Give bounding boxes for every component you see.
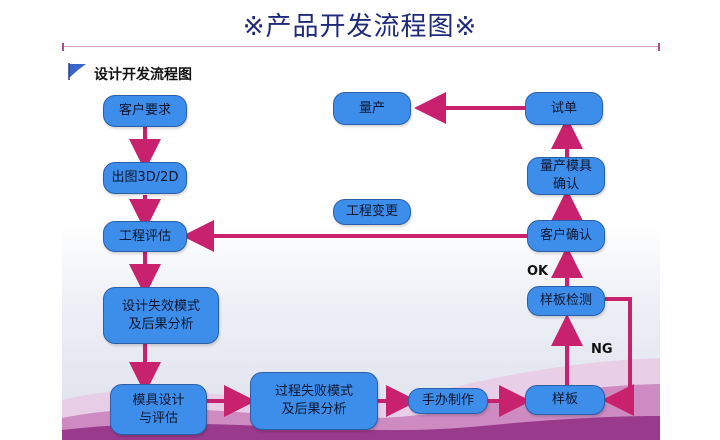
node-sample: 样板 (525, 385, 605, 415)
node-customer-confirmation: 客户确认 (527, 220, 605, 252)
arrow-ng-loop (602, 297, 634, 416)
node-manual-fabrication: 手办制作 (408, 388, 488, 414)
node-mold-design: 模具设计 与评估 (110, 384, 207, 435)
node-mass-production: 量产 (333, 92, 411, 125)
node-drawing-3d-2d: 出图3D/2D (103, 162, 187, 194)
divider-end-left (62, 43, 64, 51)
node-engineering-change: 工程变更 (333, 199, 411, 225)
node-design-fmea: 设计失效模式 及后果分析 (103, 287, 219, 344)
node-trial-order: 试单 (525, 92, 603, 125)
node-engineering-evaluation: 工程评估 (103, 221, 187, 252)
section-subtitle: 设计开发流程图 (94, 67, 192, 83)
divider-end-right (658, 43, 660, 51)
title-divider (62, 46, 660, 47)
node-mass-production-mold-confirmation: 量产模具 确认 (527, 157, 605, 195)
node-sample-inspection: 样板检测 (527, 286, 605, 316)
node-process-fmea: 过程失败模式 及后果分析 (250, 372, 378, 430)
page-title: ※产品开发流程图※ (242, 12, 478, 42)
decorative-wave (62, 358, 660, 440)
flag-icon (68, 63, 86, 80)
node-customer-requirement: 客户要求 (103, 95, 187, 127)
label-ng: NG (591, 342, 613, 357)
label-ok: OK (527, 264, 549, 279)
